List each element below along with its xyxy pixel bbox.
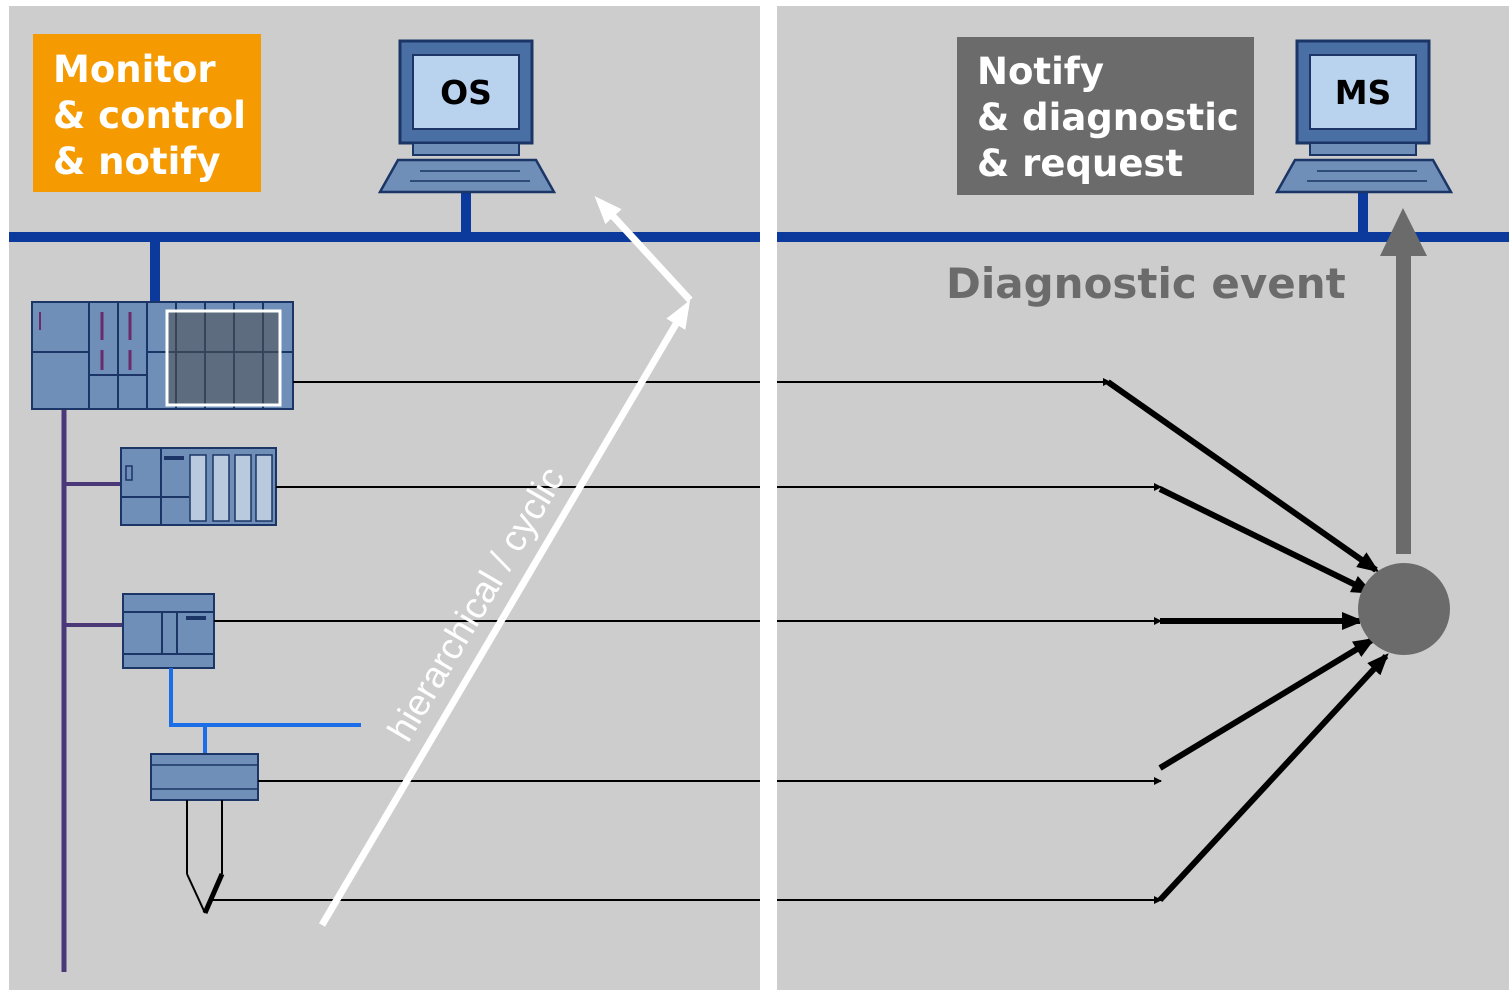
controller-rack-icon[interactable] bbox=[31, 301, 294, 410]
os-computer-icon[interactable]: OS bbox=[377, 39, 557, 194]
ms-bus-drop bbox=[1358, 192, 1368, 236]
diagnostic-event-label: Diagnostic event bbox=[946, 259, 1346, 308]
hierarchical-cyclic-arrow bbox=[318, 196, 693, 927]
monitor-control-notify-box: Monitor & control & notify bbox=[33, 34, 261, 192]
controller-bus-drop bbox=[150, 240, 160, 304]
converging-arrows bbox=[1106, 379, 1389, 903]
monitor-label-line2: & control bbox=[53, 94, 246, 137]
notify-label-line1: Notify bbox=[977, 50, 1104, 93]
os-bus-drop bbox=[461, 192, 471, 236]
compact-controller-icon[interactable] bbox=[122, 593, 215, 669]
notify-label-line2: & diagnostic bbox=[977, 96, 1239, 139]
field-bus bbox=[61, 408, 122, 972]
signal-lines bbox=[210, 378, 1162, 904]
monitor-label-line3: & notify bbox=[53, 140, 221, 183]
event-node-icon bbox=[1358, 563, 1450, 655]
monitor-label-line1: Monitor bbox=[53, 48, 216, 91]
os-label: OS bbox=[440, 73, 492, 112]
plant-bus-right bbox=[777, 232, 1509, 242]
ms-label: MS bbox=[1335, 73, 1392, 112]
field-device-icon[interactable] bbox=[150, 753, 259, 801]
notify-label-line3: & request bbox=[977, 142, 1183, 185]
sub-bus bbox=[169, 668, 361, 754]
diagnostic-event-arrow bbox=[1380, 208, 1427, 554]
plant-bus-left bbox=[9, 232, 760, 242]
ms-computer-icon[interactable]: MS bbox=[1274, 39, 1454, 194]
sensor-icon[interactable] bbox=[186, 800, 225, 914]
notify-diagnostic-request-box: Notify & diagnostic & request bbox=[957, 37, 1254, 195]
io-station-icon[interactable] bbox=[120, 447, 277, 526]
